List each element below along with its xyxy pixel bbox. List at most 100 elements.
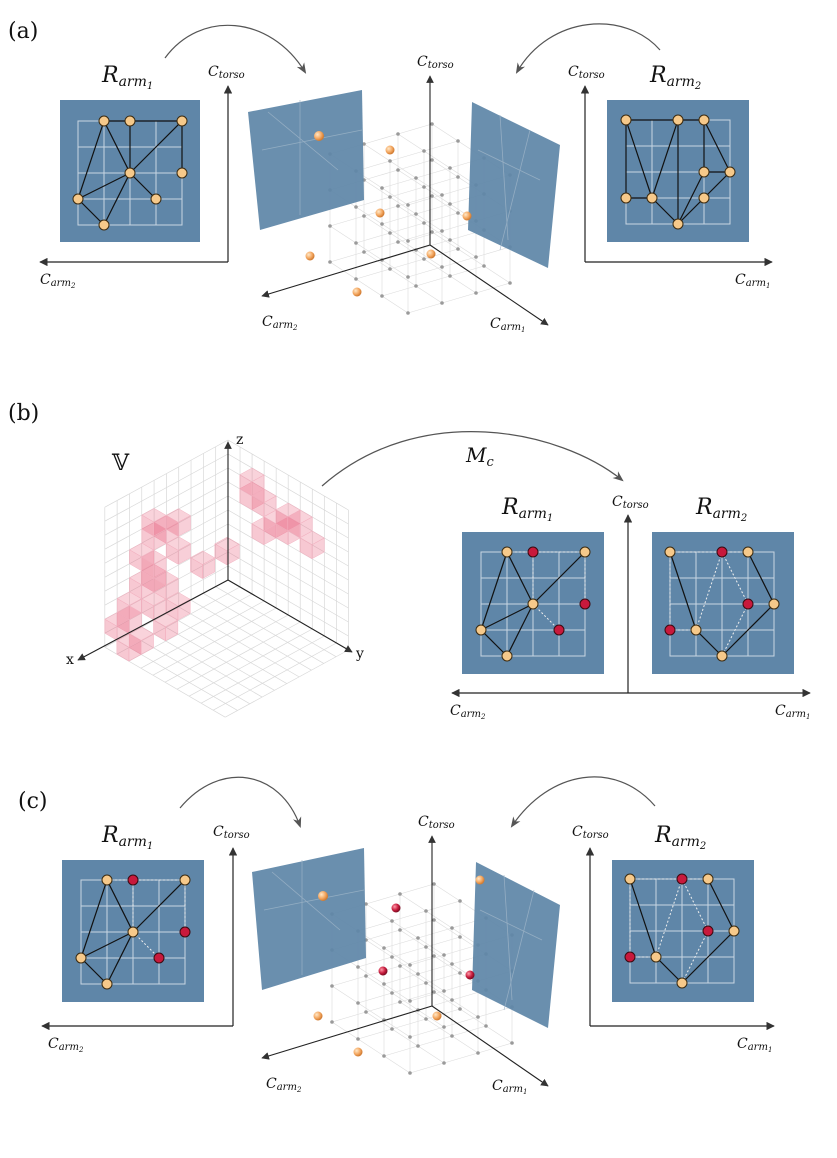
roadmap-nodes (72, 115, 188, 231)
lattice-edge (397, 231, 433, 243)
lattice-edge (417, 927, 453, 939)
lattice-edge (389, 232, 417, 251)
lattice-point (424, 909, 428, 913)
lattice-point (432, 954, 436, 958)
lattice-point (354, 277, 358, 281)
lattice-edge (357, 966, 385, 985)
center-axes (261, 835, 549, 1087)
lattice-edge (329, 225, 357, 244)
lattice-edge (417, 1045, 445, 1064)
voxel-axes (77, 441, 353, 661)
lattice-edge (363, 241, 399, 253)
lattice-point (364, 902, 368, 906)
invalid-edges (107, 879, 186, 959)
lattice-edge (383, 1045, 419, 1057)
lattice-edge (399, 991, 435, 1003)
lattice-edge (391, 1018, 427, 1030)
lattice-point (356, 965, 360, 969)
lattice-edge (365, 1011, 393, 1030)
lattice-edge (409, 954, 445, 966)
lattice-point (456, 175, 460, 179)
lattice-point (430, 158, 434, 162)
voxel-grid (77, 439, 353, 718)
voxel-face (140, 591, 167, 607)
voxel-gridline (227, 453, 349, 525)
voxel-face (189, 550, 216, 565)
panel-c-left-axes (41, 847, 238, 1031)
axis-label-arm1: Carm1 (775, 703, 810, 721)
lattice-edge (389, 150, 425, 162)
voxel-gridline (164, 614, 289, 683)
roadmap-nodes (475, 546, 591, 662)
roadmap-nodes (620, 114, 736, 230)
lattice-edge (383, 947, 411, 966)
lattice-edge (381, 213, 417, 225)
lattice-point (508, 281, 512, 285)
occupied-voxels (104, 467, 325, 662)
lattice-edge (331, 985, 359, 1004)
lattice-point (424, 1017, 428, 1021)
lattice-point (414, 212, 418, 216)
lattice-edge (363, 179, 391, 198)
lattice-edge (425, 1018, 453, 1037)
voxel-face (128, 542, 155, 558)
lattice-point (476, 1015, 480, 1019)
lattice-edge (417, 973, 445, 992)
lattice-edge (423, 258, 451, 277)
lattice-point (510, 1041, 514, 1045)
lattice-edge (407, 230, 443, 242)
lattice-edge (363, 251, 391, 270)
center-axis-arm2: Carm2 (266, 1076, 302, 1094)
voxel-gridline (227, 439, 349, 511)
lattice-edge (329, 261, 357, 280)
collision-nodes (127, 874, 191, 964)
lattice-edge (381, 285, 417, 297)
lattice-point (354, 241, 358, 245)
panel-c-right-axes (585, 847, 775, 1031)
lattice-edge (449, 265, 485, 277)
lattice-point (458, 935, 462, 939)
lattice-edge (415, 203, 451, 215)
lattice-point (474, 255, 478, 259)
lattice-edge (389, 222, 425, 234)
lattice-edge (425, 972, 461, 984)
collision-nodes (624, 873, 714, 963)
lattice-point (382, 982, 386, 986)
lattice-point (408, 963, 412, 967)
lattice-edge (389, 258, 425, 270)
lattice-edge (415, 167, 451, 179)
lattice-edge (417, 1035, 453, 1047)
roadmap-edges (80, 879, 186, 985)
lattice-edge (365, 1001, 401, 1013)
lattice-edge (397, 159, 433, 171)
lattice-edge (483, 265, 511, 284)
curved-arrow-right (515, 23, 661, 74)
lattice-edge (391, 910, 427, 922)
roadmap-edges (669, 551, 775, 657)
lattice-edge (355, 232, 391, 244)
lattice-edge (357, 956, 393, 968)
lattice-edge (397, 123, 433, 135)
curved-arrow-left (179, 776, 302, 829)
panel-b-label: (b) (8, 401, 39, 426)
lattice-edge (363, 169, 399, 181)
lattice-point (354, 205, 358, 209)
axis-label-arm1: Carm1 (737, 1036, 772, 1054)
lattice-edge (363, 133, 399, 145)
lattice-edge (381, 259, 409, 278)
lattice-point (422, 185, 426, 189)
lattice-edge (357, 1038, 385, 1057)
lattice-point (448, 274, 452, 278)
lattice-point (440, 193, 444, 197)
lattice-point (440, 229, 444, 233)
panel-b-right-title: Rarm2 (695, 495, 747, 524)
lattice-point (450, 926, 454, 930)
lattice-point (424, 945, 428, 949)
lattice-edge (485, 1025, 513, 1044)
plane-edges (261, 100, 541, 251)
lattice-edge (383, 1019, 411, 1038)
lattice-point (362, 214, 366, 218)
lattice-edge (409, 1062, 445, 1074)
plane-edges (263, 860, 543, 1011)
